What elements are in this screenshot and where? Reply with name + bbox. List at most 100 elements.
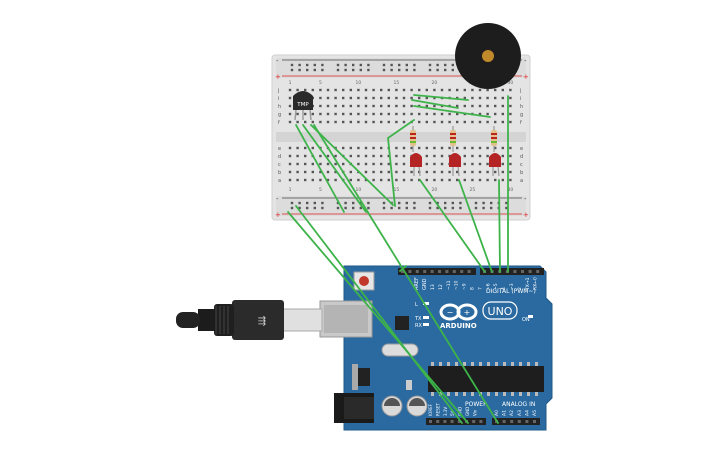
wire-rail-5v[interactable]	[295, 205, 463, 424]
analog-pin-label: A0	[494, 410, 500, 416]
row-letter: i	[278, 96, 279, 102]
resistor-3[interactable]	[491, 126, 497, 152]
column-number: 5	[319, 187, 322, 193]
wire-led2-pin[interactable]	[458, 179, 493, 273]
rail-plus-top: +	[275, 73, 281, 81]
rail-minus-bottom-right: -	[524, 195, 527, 203]
resistor-2[interactable]	[450, 126, 456, 152]
reset-button-cap[interactable]	[359, 276, 369, 286]
digital-pin-label: ~9	[462, 283, 468, 290]
tx-label: TX	[414, 316, 422, 322]
analog-pin-label: A3	[517, 410, 523, 416]
row-letter: j	[519, 88, 521, 94]
wire-jumper-3[interactable]	[413, 105, 491, 118]
usb-symbol-icon: ⇶	[258, 315, 266, 327]
column-number: 10	[356, 187, 362, 193]
usb-cable[interactable]: ⇶	[176, 300, 323, 340]
wire-sensor-analog[interactable]	[313, 124, 499, 424]
wire-gnd-stub[interactable]	[399, 265, 407, 272]
wire-led-gnd[interactable]	[387, 119, 415, 207]
column-number: 15	[394, 80, 400, 86]
row-letter: e	[278, 146, 281, 152]
power-label: POWER	[465, 401, 487, 408]
rail-plus-bottom-right: +	[523, 211, 529, 219]
digital-pin-label: 2	[517, 287, 523, 290]
wire-led1-pin[interactable]	[419, 179, 486, 273]
wire-jumper-1[interactable]	[413, 94, 469, 101]
row-letter: c	[278, 162, 281, 168]
row-letter: d	[278, 154, 281, 160]
analog-in-label: ANALOG IN	[502, 401, 535, 408]
digital-header-right	[480, 268, 544, 275]
column-number: 1	[289, 80, 292, 86]
temperature-sensor[interactable]: TMP	[293, 91, 313, 121]
arduino-uno-board[interactable]: − + ARDUINO UNO DIGITAL (PWM~) ANALOG IN…	[319, 265, 553, 431]
column-number: 30	[508, 187, 514, 193]
wire-sensor-right[interactable]	[310, 124, 394, 206]
rail-plus-top-right: +	[523, 73, 529, 81]
rail-plus-bottom: +	[275, 211, 281, 219]
row-letter: b	[278, 170, 281, 176]
rail-minus-top: -	[276, 57, 279, 65]
wire-sensor-mid[interactable]	[302, 124, 367, 213]
power-pin-label: Vin	[472, 409, 477, 416]
column-number: 25	[470, 187, 476, 193]
usb-plug	[232, 300, 284, 340]
row-letter: h	[520, 104, 523, 110]
tmp-label: TMP	[296, 102, 309, 108]
rail-minus-bottom: -	[276, 195, 279, 203]
gnd-label: GND	[422, 278, 428, 290]
digital-pin-label: 13	[430, 284, 436, 290]
digital-pwm-label: DIGITAL (PWM~)	[486, 288, 536, 295]
row-letter: a	[520, 178, 523, 184]
piezo-buzzer[interactable]	[455, 23, 521, 89]
wire-led3-pin[interactable]	[498, 179, 501, 273]
wire-rail-gnd[interactable]	[287, 211, 469, 424]
column-number: 1	[289, 187, 292, 193]
led-1[interactable]	[410, 153, 422, 177]
arduino-model: UNO	[488, 305, 513, 318]
row-letter: j	[277, 88, 279, 94]
column-number: 20	[432, 187, 438, 193]
digital-pin-label: TX→1	[525, 277, 531, 291]
analog-pin-label: A1	[502, 410, 508, 416]
row-letter: b	[520, 170, 523, 176]
arduino-brand: ARDUINO	[440, 322, 477, 330]
digital-pin-label: ~10	[454, 280, 460, 290]
digital-pin-label: 7	[477, 287, 483, 290]
digital-header-left	[398, 268, 476, 275]
power-pin-label: GND	[458, 407, 463, 416]
analog-header	[492, 418, 540, 425]
row-letter: f	[278, 120, 280, 126]
atmega-chip	[428, 366, 544, 392]
wire-jumper-2[interactable]	[411, 99, 459, 109]
digital-pin-label: ~6	[485, 283, 491, 290]
column-number: 15	[394, 187, 400, 193]
row-letter: f	[520, 120, 522, 126]
row-letter: i	[520, 96, 521, 102]
resistor-1[interactable]	[410, 126, 416, 152]
rx-label: RX	[415, 323, 422, 329]
row-letter: g	[278, 112, 281, 118]
wire-sensor-left[interactable]	[295, 124, 345, 213]
analog-pin-label: A2	[509, 410, 515, 416]
column-number: 5	[319, 80, 322, 86]
led-3[interactable]	[489, 153, 501, 177]
row-letter: a	[278, 178, 281, 184]
power-pin-label: 3.3V	[443, 407, 448, 416]
digital-pin-label: 4	[501, 287, 507, 290]
wires	[287, 94, 509, 424]
column-number: 30	[508, 80, 514, 86]
arduino-logo: − +	[439, 303, 478, 321]
aref-label: AREF	[414, 277, 420, 290]
usb-chip	[395, 316, 409, 330]
led-2[interactable]	[449, 153, 461, 177]
digital-pin-label: ~11	[446, 280, 452, 290]
power-pin-label: GND	[465, 407, 470, 416]
